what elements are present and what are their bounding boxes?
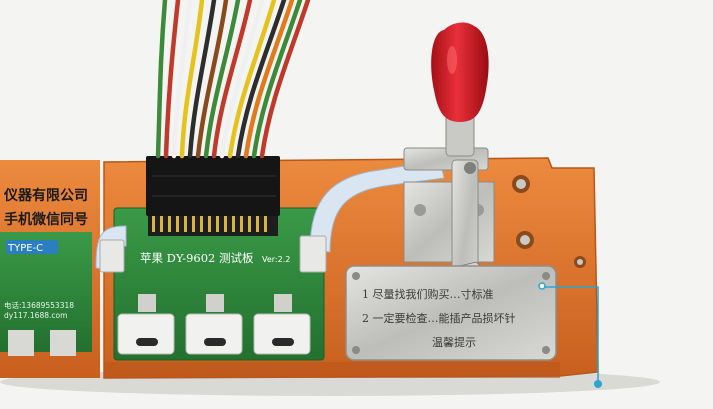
screw-icon <box>516 231 534 249</box>
plate-line-2: 2 一定要检查…能插产品损坏针 <box>362 311 516 325</box>
pivot-icon <box>464 162 476 174</box>
screw-icon <box>542 272 550 280</box>
screw-icon <box>352 272 360 280</box>
site-label: dy117.1688.com <box>4 311 67 320</box>
ribbon-connector <box>146 156 280 216</box>
plate-line-3: 温馨提示 <box>432 335 476 349</box>
usb-c-socket <box>185 294 243 355</box>
ribbon-plug <box>99 239 125 273</box>
screw-icon <box>574 256 586 268</box>
base-edge <box>104 362 560 378</box>
wire-bundle <box>155 0 311 159</box>
usb-c-socket <box>117 294 175 355</box>
pressure-plate <box>345 265 557 361</box>
screw-icon <box>542 346 550 354</box>
pcb-title: 苹果 DY-9602 测试板 <box>140 251 254 265</box>
screw-icon <box>414 204 426 216</box>
usb-c-socket <box>253 294 311 355</box>
pointer-dot-start <box>538 282 546 290</box>
left-connector <box>8 330 34 356</box>
screw-icon <box>352 346 360 354</box>
wechat-label: 手机微信同号 <box>4 211 88 228</box>
screw-icon <box>512 175 530 193</box>
knob-highlight <box>447 46 457 74</box>
type-c-tag <box>6 240 58 254</box>
ribbon-plug <box>299 235 327 273</box>
connector-slots <box>152 175 276 197</box>
plate-line-1: 1 尽量找我们购买…寸标准 <box>362 287 494 301</box>
company-label: 仪器有限公司 <box>3 187 88 204</box>
red-knob <box>431 22 489 122</box>
type-c-label: TYPE-C <box>7 243 43 254</box>
left-connector <box>50 330 76 356</box>
phone-label: 电话:13689553318 <box>4 300 74 310</box>
pcb-version: Ver:2.2 <box>262 255 290 264</box>
clamp-bracket <box>403 181 495 263</box>
pointer-dot-end <box>594 380 602 388</box>
callout-pointer <box>544 286 599 382</box>
